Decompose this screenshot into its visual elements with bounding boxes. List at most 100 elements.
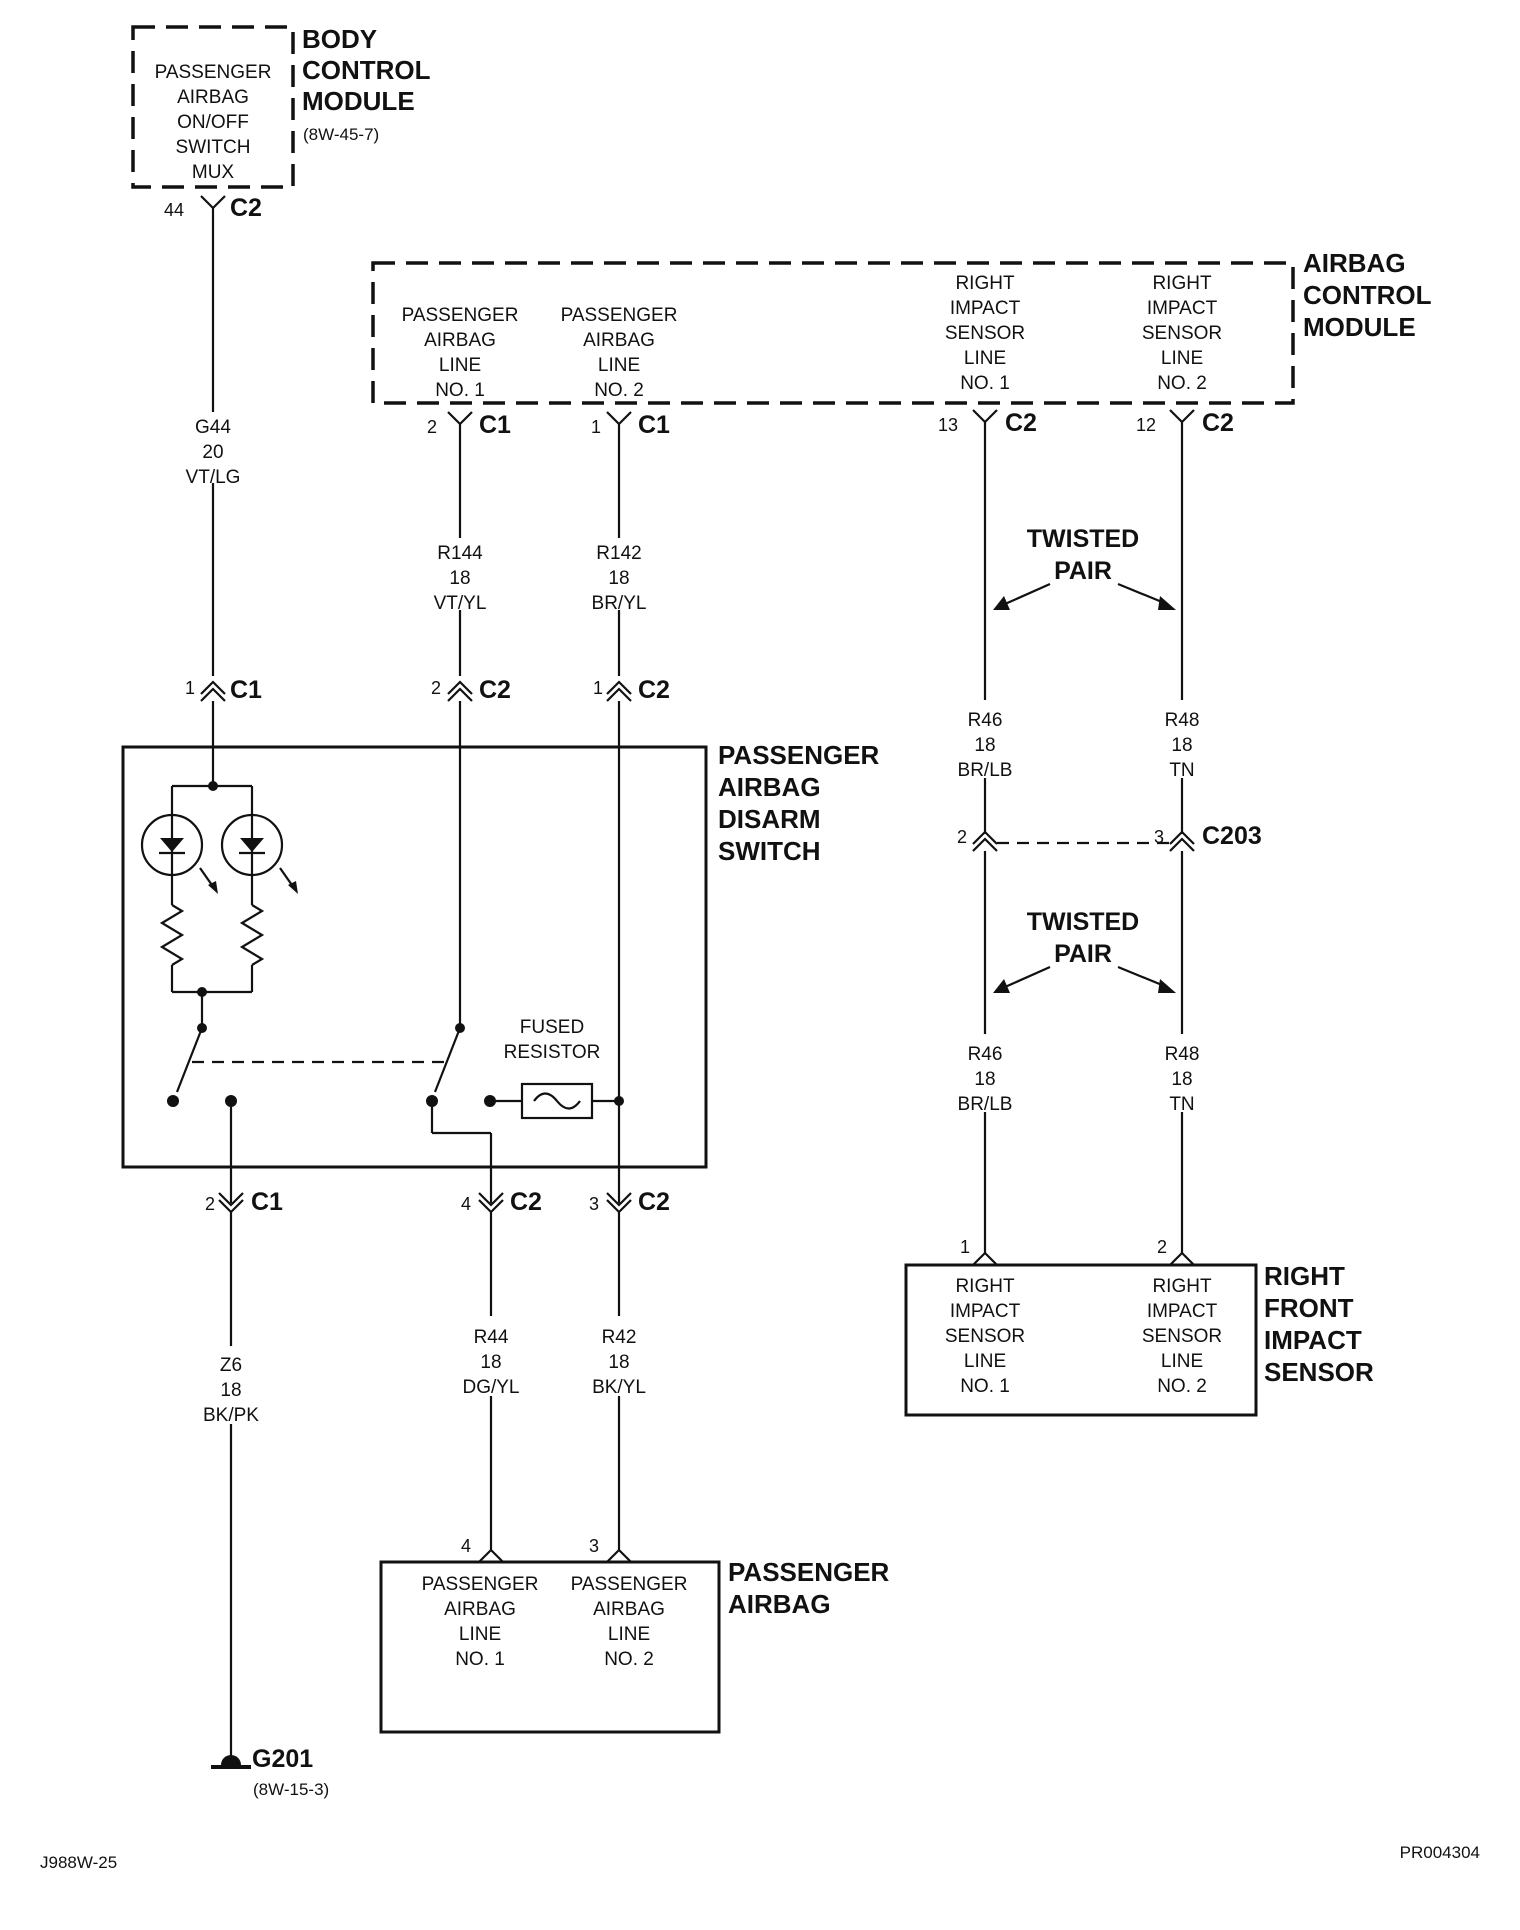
wire-r46-upper: R46 18 BR/LB (958, 422, 1013, 834)
fused-resistor-line-1: FUSED (520, 1017, 584, 1038)
wire-r48-upper-color: TN (1169, 760, 1194, 781)
acm-func4-line-1: RIGHT (1152, 273, 1212, 294)
wire-r42-circuit: R42 (602, 1327, 637, 1348)
switch-top-pin-2: 2 (431, 678, 441, 698)
bcm-func-line-4: SWITCH (176, 137, 251, 158)
resistor-icon (239, 875, 265, 992)
acm-func1-line-4: NO. 1 (435, 380, 485, 401)
airbag-func2-line-2: AIRBAG (593, 1599, 665, 1620)
sensor-func1-line-3: SENSOR (945, 1326, 1025, 1347)
wire-r46-lower-color: BR/LB (958, 1094, 1013, 1115)
c203-conn: C203 (1202, 822, 1262, 850)
wire-r46-upper-gauge: 18 (974, 735, 995, 756)
sensor-func2-line-2: IMPACT (1147, 1301, 1218, 1322)
wire-r48-lower: R48 18 TN (1165, 851, 1199, 1253)
c203-pin-right: 3 (1154, 827, 1164, 847)
acm-func2-line-1: PASSENGER (561, 305, 678, 326)
bcm-title-2: CONTROL (302, 55, 431, 85)
acm-conn-3: C2 (1005, 409, 1037, 437)
sensor-title-2: FRONT (1264, 1293, 1354, 1323)
twisted-pair-upper-line-2: PAIR (1054, 557, 1112, 585)
sensor-title-4: SENSOR (1264, 1357, 1374, 1387)
switch-title-2: AIRBAG (718, 772, 821, 802)
twisted-pair-upper: TWISTED PAIR (993, 525, 1176, 610)
acm-func4-line-2: IMPACT (1147, 298, 1218, 319)
wire-r44: R44 18 DG/YL (462, 1212, 520, 1550)
footer-right-code: PR004304 (1400, 1843, 1480, 1862)
ground-label: G201 (252, 1745, 313, 1773)
switch-bottom-pin-2: 4 (461, 1194, 471, 1214)
acm-func4-line-4: LINE (1161, 348, 1203, 369)
bcm-conn: C2 (230, 194, 262, 222)
wire-r144: R144 18 VT/YL (434, 424, 486, 676)
wire-r46-upper-color: BR/LB (958, 760, 1013, 781)
acm-func4-line-3: SENSOR (1142, 323, 1222, 344)
acm-func2-line-2: AIRBAG (583, 330, 655, 351)
wire-r42-color: BK/YL (592, 1377, 646, 1398)
twisted-pair-upper-line-1: TWISTED (1027, 525, 1140, 553)
wire-r46-upper-circuit: R46 (968, 710, 1003, 731)
airbag-func1-line-3: LINE (459, 1624, 501, 1645)
bcm-func-line-1: PASSENGER (155, 62, 272, 83)
ground-icon (211, 1755, 251, 1769)
sensor-title-3: IMPACT (1264, 1325, 1362, 1355)
wire-r48-upper-circuit: R48 (1165, 710, 1200, 731)
twisted-pair-lower-line-2: PAIR (1054, 940, 1112, 968)
twisted-pair-lower-line-1: TWISTED (1027, 908, 1140, 936)
passenger-airbag: 4 3 PASSENGER AIRBAG LINE NO. 1 PASSENGE… (379, 1536, 890, 1734)
fused-resistor-icon (490, 1082, 619, 1120)
airbag-pin-1: 4 (461, 1536, 471, 1556)
acm-title-2: CONTROL (1303, 280, 1432, 310)
acm-func1-line-2: AIRBAG (424, 330, 496, 351)
airbag-title-1: PASSENGER (728, 1557, 890, 1587)
fused-resistor-line-2: RESISTOR (504, 1042, 601, 1063)
wire-r142-color: BR/YL (592, 593, 647, 614)
bcm-title-3: MODULE (302, 86, 415, 116)
acm-func2-line-4: NO. 2 (594, 380, 644, 401)
acm-func1-line-3: LINE (439, 355, 481, 376)
wire-r46-lower-circuit: R46 (968, 1044, 1003, 1065)
acm-func3-line-3: SENSOR (945, 323, 1025, 344)
acm-func4-line-5: NO. 2 (1157, 373, 1207, 394)
bcm-title-1: BODY (302, 24, 377, 54)
sensor-func1-line-2: IMPACT (950, 1301, 1021, 1322)
acm-func3-line-1: RIGHT (955, 273, 1015, 294)
footer-left-code: J988W-25 (40, 1853, 117, 1872)
wire-z6-color: BK/PK (203, 1405, 259, 1426)
airbag-pin-2: 3 (589, 1536, 599, 1556)
acm-conn-2: C1 (638, 411, 670, 439)
switch-title-4: SWITCH (718, 836, 821, 866)
led-icon (220, 813, 298, 894)
wire-r48-lower-color: TN (1169, 1094, 1194, 1115)
wire-r142-gauge: 18 (608, 568, 629, 589)
airbag-func2-line-1: PASSENGER (571, 1574, 688, 1595)
acm-title-1: AIRBAG (1303, 248, 1406, 278)
wire-z6: Z6 18 BK/PK (203, 1212, 259, 1765)
wire-z6-circuit: Z6 (220, 1355, 242, 1376)
airbag-func1-line-4: NO. 1 (455, 1649, 505, 1670)
bcm-func-line-3: ON/OFF (177, 112, 249, 133)
wire-r44-color: DG/YL (462, 1377, 519, 1398)
acm-conn-4: C2 (1202, 409, 1234, 437)
sensor-title-1: RIGHT (1264, 1261, 1345, 1291)
acm-func3-line-5: NO. 1 (960, 373, 1010, 394)
sensor-func1-line-1: RIGHT (955, 1276, 1015, 1297)
wire-r144-circuit: R144 (437, 543, 483, 564)
switch-bottom-pin-3: 3 (589, 1194, 599, 1214)
airbag-func2-line-3: LINE (608, 1624, 650, 1645)
arrow-left (993, 979, 1010, 993)
wire-r48-lower-gauge: 18 (1171, 1069, 1192, 1090)
switch-top-conn-1: C1 (230, 676, 262, 704)
sensor-func2-line-4: LINE (1161, 1351, 1203, 1372)
passenger-airbag-disarm-switch: 1 C1 2 C2 1 C2 PASSENGER AIRBAG DISARM S… (121, 676, 880, 1216)
wire-r46-lower: R46 18 BR/LB (958, 851, 1013, 1253)
bcm-func-line-2: AIRBAG (177, 87, 249, 108)
switch-contact-icon (426, 1027, 496, 1107)
bcm-ref: (8W-45-7) (303, 125, 379, 144)
airbag-func1-line-2: AIRBAG (444, 1599, 516, 1620)
body-control-module: PASSENGER AIRBAG ON/OFF SWITCH MUX BODY … (131, 24, 431, 222)
switch-contact-icon (167, 1027, 237, 1107)
wire-r144-gauge: 18 (449, 568, 470, 589)
acm-func3-line-2: IMPACT (950, 298, 1021, 319)
